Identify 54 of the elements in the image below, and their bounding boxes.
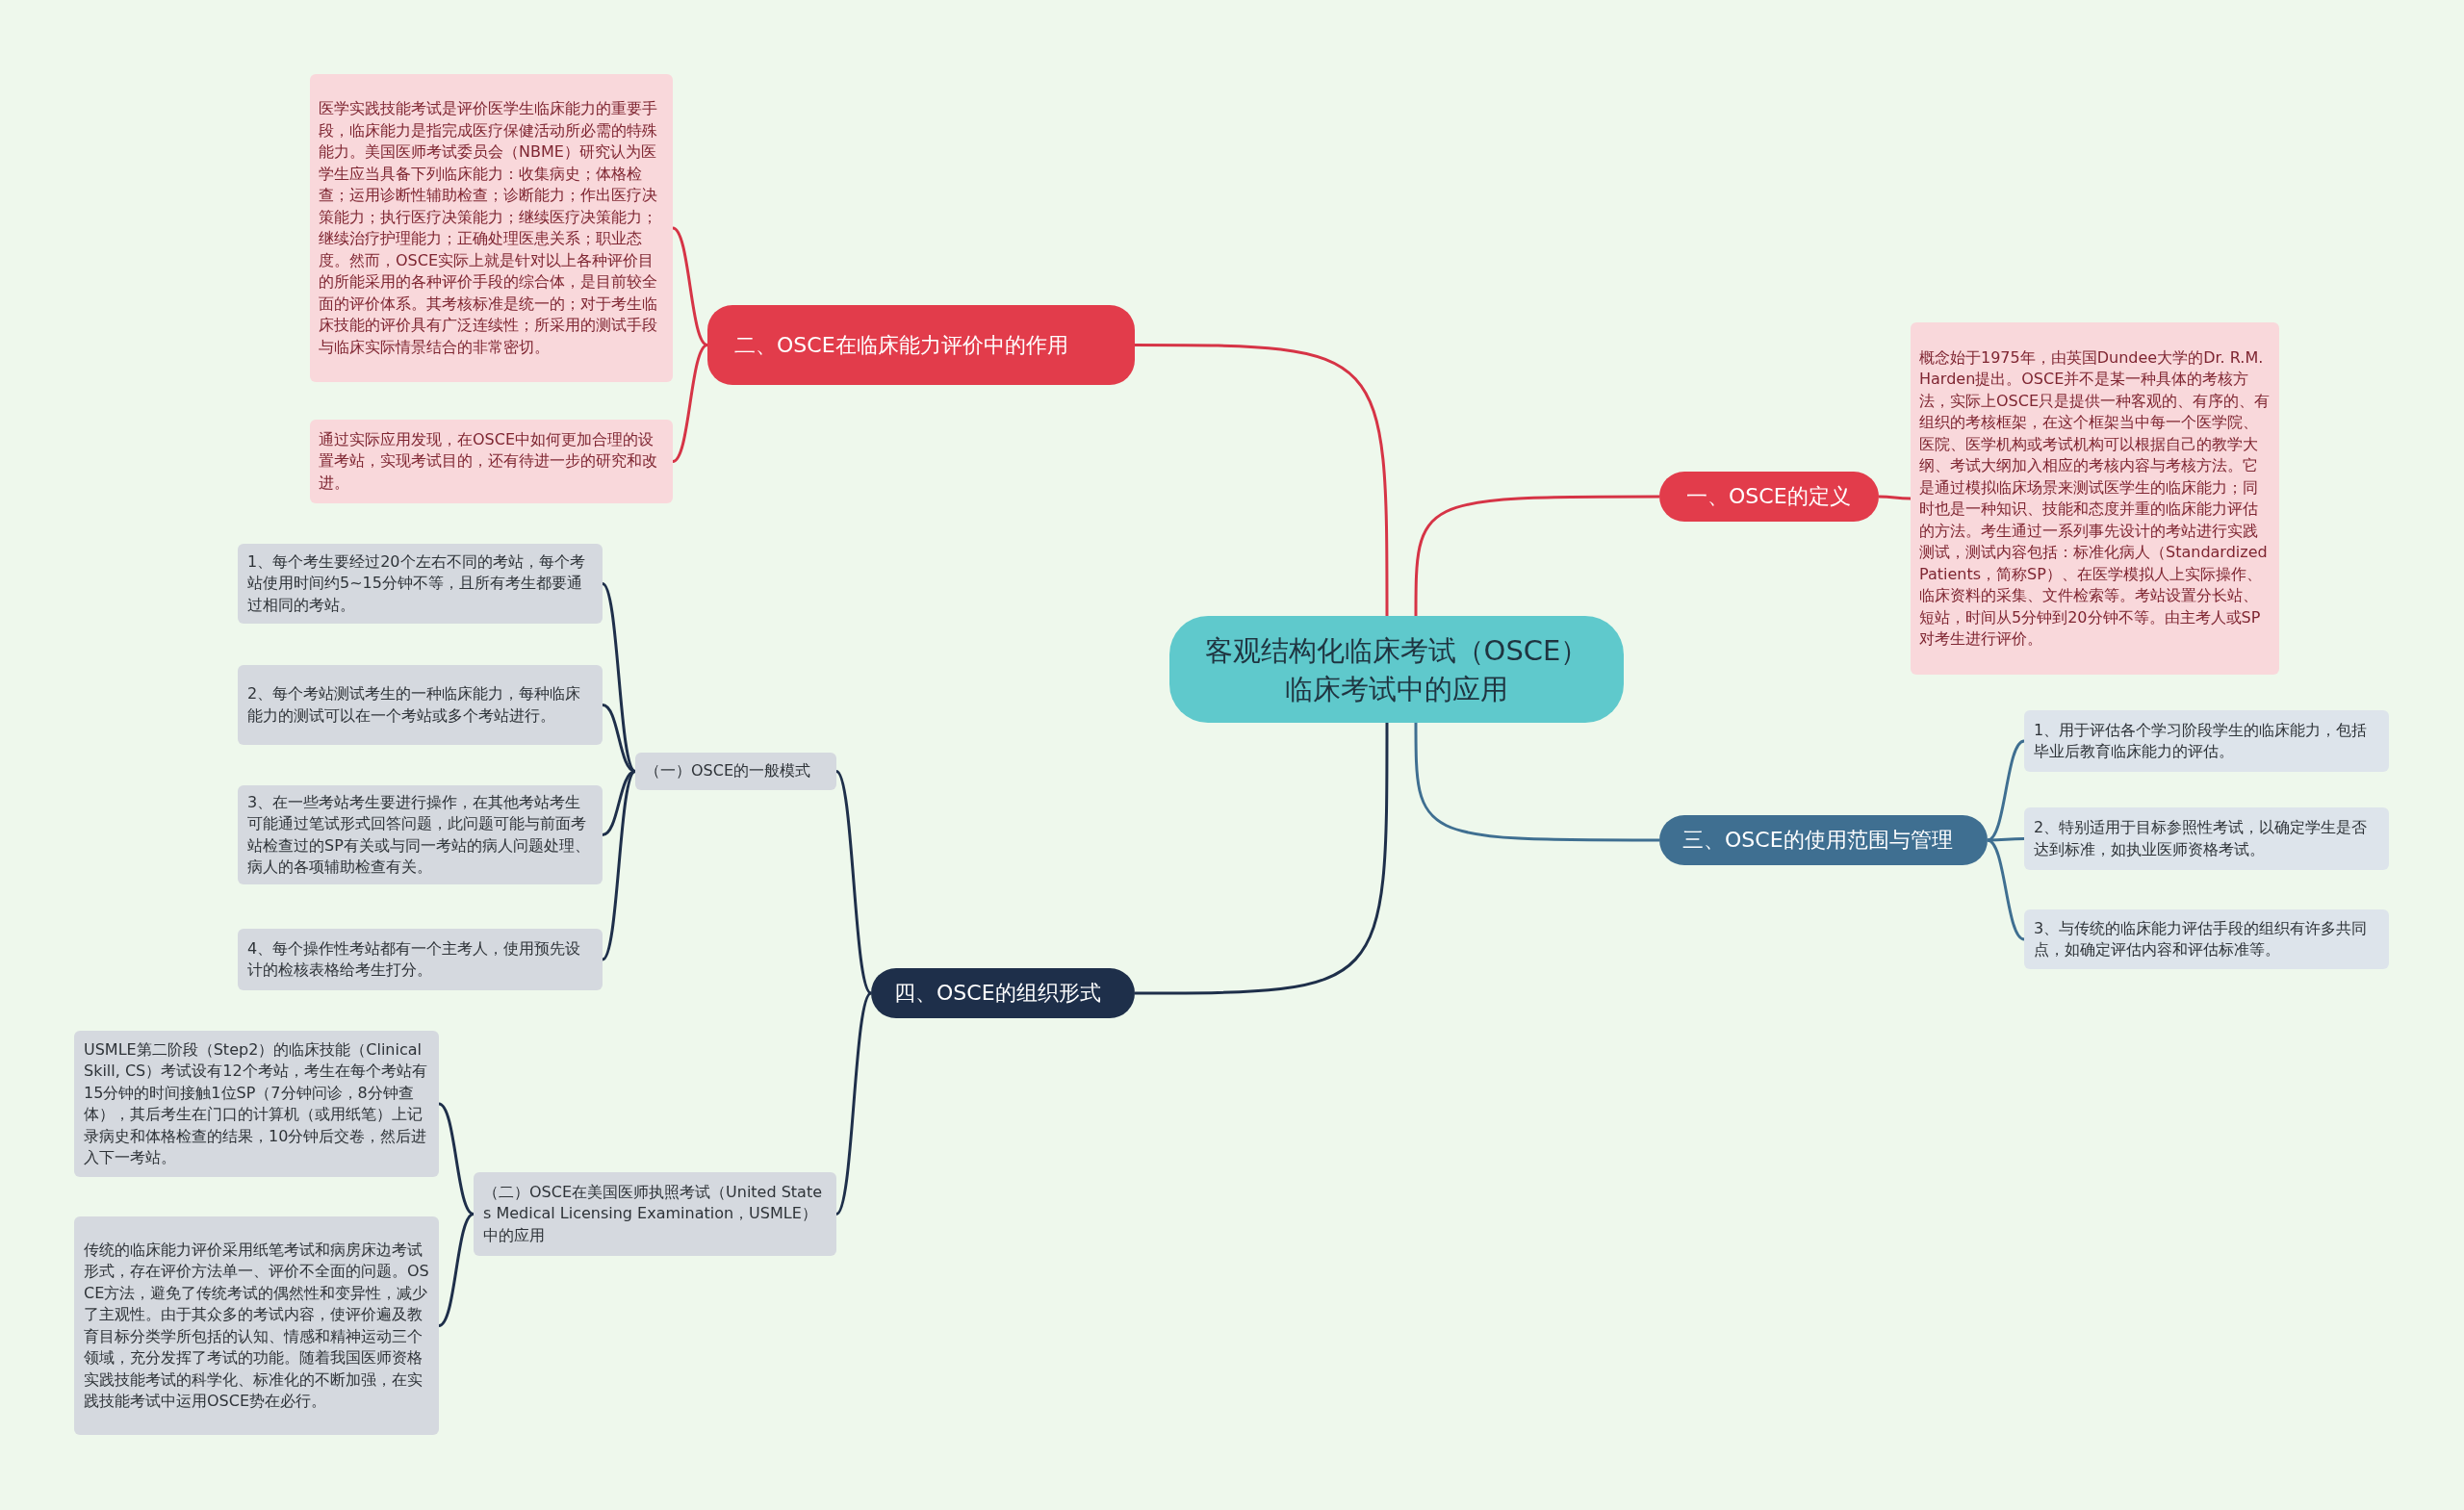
note-text: 医学实践技能考试是评价医学生临床能力的重要手段，临床能力是指完成医疗保健活动所必需的特殊能力。美国医师考试委员会（NBME）研究认为医学生应当具备下列临床能力：收集病史；体格检查；运用诊断性辅助检查；诊断能力；作出医疗决策能力；执行医疗决策能力；继续医疗决策能力；继续治疗护理能力；正确处理医患关系；职业态度。然而，OSCE实际上就是针对以上各种评价目的所能采用的各种评价手段的综合体，是目前较全面的评价体系。其考核标准是统一的；对于考生临床技能的评价具有广泛连续性；所采用的测试手段与临床实际情景结合的非常密切。 bbox=[319, 98, 658, 358]
note-card bbox=[310, 420, 673, 503]
branch-topic bbox=[707, 305, 1135, 385]
note-text: 3、在一些考站考生要进行操作，在其他考站考生可能通过笔试形式回答问题，此问题可能与前面考站检查过的SP有关或与同一考站的病人问题处理、病人的各项辅助检查有关。 bbox=[247, 791, 591, 878]
note-card bbox=[238, 929, 603, 990]
note-card bbox=[238, 665, 603, 745]
connector-line bbox=[1987, 838, 2025, 941]
connector-line bbox=[1414, 723, 1659, 842]
topic-label: 四、OSCE的组织形式 bbox=[894, 980, 1102, 1007]
note-card bbox=[635, 753, 836, 790]
connector-line bbox=[601, 582, 637, 773]
note-card bbox=[1911, 322, 2279, 675]
note-card bbox=[474, 1172, 836, 1256]
note-card bbox=[238, 544, 603, 624]
connector-line bbox=[1988, 837, 2024, 842]
connector-line bbox=[1135, 723, 1389, 995]
topic-label: 一、OSCE的定义 bbox=[1686, 483, 1852, 510]
note-text: 2、特别适用于目标参照性考试，以确定学生是否达到标准，如执业医师资格考试。 bbox=[2034, 817, 2369, 860]
connector-line bbox=[1135, 344, 1389, 616]
note-text: 概念始于1975年，由英国Dundee大学的Dr. R.M. Harden提出。OSCE并不是某一种具体的考核方法，实际上OSCE只是提供一种客观的、有序的、有组织的考核框架，在这个框架当中每一个医学院、医院、医学机构或考试机构可以根据自己的教学大纲、考试大纲加入相应的考核内容与考核方法。它是通过模拟临床场景来测试医学生的临床能力；同时也是一种知识、技能和态度并重的临床能力评估的方法。考生通过一系列事先设计的考站进行实践测试，测试内容包括：标准化病人（Standardized Patients，简称SP）、在医学模拟人上实际操作、临床资料的采集、文件检索等。考站设置分长站、短站，时间从5分钟到20分钟不等。由主考人或SP对考生进行评价。 bbox=[1919, 346, 2271, 650]
note-text: 3、与传统的临床能力评估手段的组织有许多共同点，如确定评估内容和评估标准等。 bbox=[2034, 917, 2369, 960]
note-text: USMLE第二阶段（Step2）的临床技能（Clinical Skill, CS）考试设有12个考站，考生在每个考站有15分钟的时间接触1位SP（7分钟问诊，8分钟查体），其后考生在门口的计算机（或用纸笔）上记录病史和体格检查的结果，10分钟后交卷，然后进入下一考站。 bbox=[84, 1038, 428, 1168]
note-text: 2、每个考站测试考生的一种临床能力，每种临床能力的测试可以在一个考站或多个考站进行。 bbox=[247, 683, 582, 727]
note-card bbox=[74, 1031, 439, 1177]
connector-line bbox=[602, 704, 636, 773]
note-text: 1、每个考生要经过20个左右不同的考站，每个考站使用时间约5~15分钟不等，且所有考生都要通过相同的考站。 bbox=[247, 550, 586, 616]
note-card bbox=[2024, 807, 2389, 870]
note-card bbox=[2024, 909, 2389, 969]
connector-line bbox=[438, 1102, 475, 1216]
note-text: （一）OSCE的一般模式 bbox=[645, 760, 812, 782]
note-text: （二）OSCE在美国医师执照考试（United States Medical Licensing Examination，USMLE）中的应用 bbox=[483, 1181, 824, 1246]
note-card bbox=[310, 74, 673, 382]
branch-topic bbox=[1659, 472, 1879, 522]
note-text: 传统的临床能力评价采用纸笔考试和病房床边考试形式，存在评价方法单一、评价不全面的问题。OSCE方法，避免了传统考试的偶然性和变异性，减少了主观性。由于其众多的考试内容，使评价遍及教育目标分类学所包括的认知、情感和精神运动三个领域，充分发挥了考试的功能。随着我国医师资格实践技能考试的科学化、标准化的不断加强，在实践技能考试中运用OSCE势在必行。 bbox=[84, 1239, 429, 1412]
central-topic bbox=[1169, 616, 1624, 723]
connector-line bbox=[672, 344, 708, 463]
connector-line bbox=[438, 1213, 475, 1327]
note-card bbox=[74, 1216, 439, 1435]
topic-title: 客观结构化临床考试（OSCE）临床考试中的应用 bbox=[1203, 632, 1590, 707]
connector-line bbox=[601, 770, 637, 961]
note-card bbox=[2024, 710, 2389, 772]
note-text: 1、用于评估各个学习阶段学生的临床能力，包括毕业后教育临床能力的评估。 bbox=[2034, 719, 2369, 762]
topic-label: 三、OSCE的使用范围与管理 bbox=[1682, 827, 1954, 854]
connector-line bbox=[834, 770, 873, 994]
topic-label: 二、OSCE在临床能力评价中的作用 bbox=[734, 331, 1069, 359]
connector-line bbox=[834, 992, 873, 1216]
branch-topic bbox=[1659, 815, 1988, 865]
connector-line bbox=[1414, 495, 1659, 616]
connector-line bbox=[672, 226, 708, 346]
branch-topic bbox=[871, 968, 1135, 1018]
note-text: 4、每个操作性考站都有一个主考人，使用预先设计的检核表格给考生打分。 bbox=[247, 937, 582, 981]
note-text: 通过实际应用发现，在OSCE中如何更加合理的设置考站，实现考试目的，还有待进一步的研究和改进。 bbox=[319, 428, 658, 494]
connector-line bbox=[1879, 495, 1911, 500]
note-card bbox=[238, 785, 603, 884]
